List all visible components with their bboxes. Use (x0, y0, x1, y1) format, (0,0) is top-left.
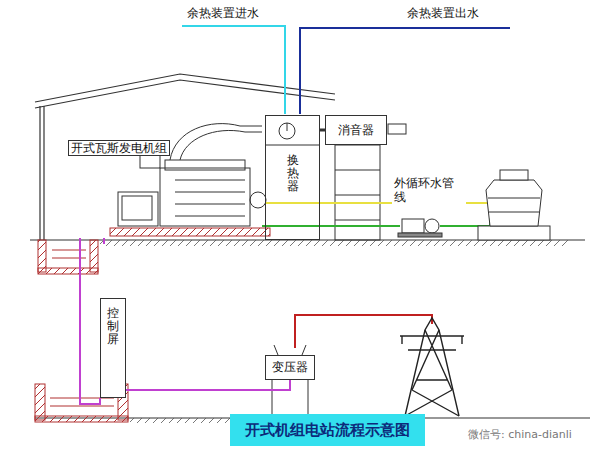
node-text: 换热器 (287, 154, 299, 194)
transformer-box: 变压器 (265, 355, 315, 380)
connector (126, 380, 290, 390)
heat-exchanger-detail (265, 123, 320, 145)
cable-trench (38, 240, 98, 274)
pipe-label: 外循环水管线 (392, 176, 466, 205)
building (35, 74, 335, 240)
control-panel: 控制屏 (100, 298, 126, 398)
pylon (400, 318, 464, 416)
ground (30, 240, 585, 246)
generator-label: 开式瓦斯发电机组 (68, 140, 170, 156)
power-cable (103, 238, 105, 244)
power-cable (80, 238, 100, 404)
diagram-title: 开式机组电站流程示意图 (230, 414, 425, 446)
watermark: 微信号: china-dianli (466, 428, 574, 441)
node-text: 控制屏 (107, 307, 119, 347)
title-band (230, 414, 425, 446)
node-text: 变压器 (272, 360, 308, 374)
transmission-line (295, 315, 432, 348)
node-text: 消音器 (338, 123, 374, 137)
water-pipes (182, 26, 510, 226)
pump (398, 219, 442, 237)
inlet-label: 余热装置进水 (185, 6, 261, 20)
cooling-tower (478, 170, 550, 240)
silencer-box: 消音器 (325, 115, 387, 145)
outlet-label: 余热装置出水 (405, 6, 481, 20)
heat-exchanger: 换热器 (265, 115, 320, 240)
